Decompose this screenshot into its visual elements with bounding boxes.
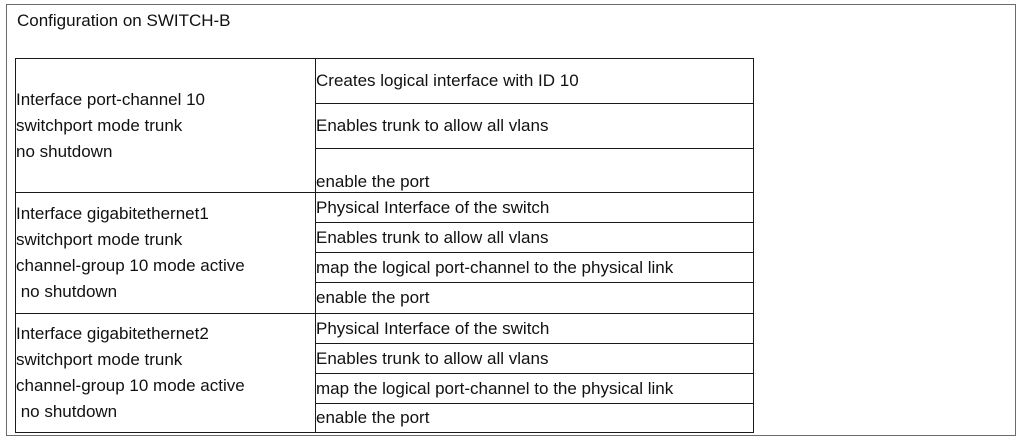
description-cell: map the logical port-channel to the phys…	[315, 252, 754, 283]
description-cell: Physical Interface of the switch	[315, 192, 754, 223]
command-line: no shutdown	[16, 282, 118, 301]
command-line: channel-group 10 mode active	[16, 376, 245, 395]
command-cell: Interface gigabitethernet2 switchport mo…	[15, 313, 316, 433]
table-row: Interface port-channel 10 switchport mod…	[15, 58, 754, 193]
table-row: Enables trunk to allow all vlans	[16, 343, 754, 374]
description-cell: enable the port	[315, 403, 754, 433]
command-line: switchport mode trunk	[16, 230, 183, 249]
table-row: Interface gigabitethernet1 switchport mo…	[15, 192, 754, 314]
command-line: channel-group 10 mode active	[16, 256, 245, 275]
table-row: enable the port	[16, 148, 754, 193]
description-cell: enable the port	[315, 148, 754, 193]
table-row: map the logical port-channel to the phys…	[16, 373, 754, 404]
table-row: Enables trunk to allow all vlans	[16, 222, 754, 253]
command-line: Interface gigabitethernet2	[16, 324, 209, 343]
command-cell: Interface gigabitethernet1 switchport mo…	[15, 192, 316, 314]
command-line: Interface gigabitethernet1	[16, 204, 209, 223]
command-line: no shutdown	[16, 402, 118, 421]
description-cell: enable the port	[315, 282, 754, 314]
document-frame	[6, 4, 1016, 436]
description-cell: Enables trunk to allow all vlans	[315, 222, 754, 253]
description-cell: map the logical port-channel to the phys…	[315, 373, 754, 404]
command-line: switchport mode trunk	[16, 350, 183, 369]
table-row: Interface gigabitethernet2 switchport mo…	[15, 313, 754, 433]
description-cell: Physical Interface of the switch	[315, 313, 754, 344]
command-line: no shutdown	[16, 141, 113, 161]
config-table: Interface port-channel 10 switchport mod…	[15, 58, 754, 433]
command-line: Interface port-channel 10	[16, 89, 206, 109]
description-cell: Enables trunk to allow all vlans	[315, 343, 754, 374]
command-cell: Interface port-channel 10 switchport mod…	[15, 58, 316, 193]
command-line: switchport mode trunk	[16, 115, 183, 135]
description-cell: Enables trunk to allow all vlans	[315, 103, 754, 149]
description-cell: Creates logical interface with ID 10	[315, 58, 754, 104]
table-row: enable the port	[16, 403, 754, 433]
page-title: Configuration on SWITCH-B	[17, 11, 231, 30]
